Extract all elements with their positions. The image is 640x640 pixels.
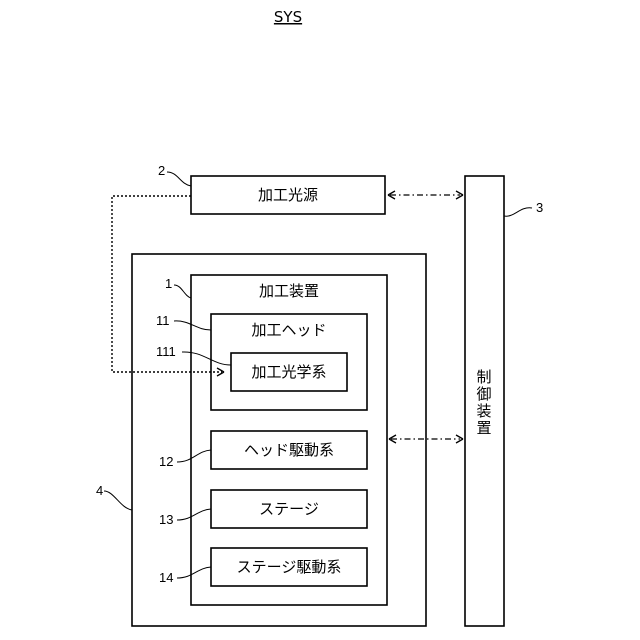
leader-4 — [104, 491, 132, 510]
leader-3 — [504, 208, 532, 216]
ref-11: 11 — [156, 313, 170, 328]
stage-drive-label: ステージ駆動系 — [237, 558, 342, 576]
control-device-char-1: 制 — [476, 368, 491, 386]
ref-111: 111 — [156, 344, 176, 359]
stage-label: ステージ — [259, 500, 319, 518]
leader-2 — [167, 172, 191, 186]
ref-3: 3 — [536, 200, 543, 215]
processing-optics-label: 加工光学系 — [251, 363, 326, 381]
ref-14: 14 — [159, 570, 173, 585]
ref-1: 1 — [165, 276, 172, 291]
ref-12: 12 — [159, 454, 173, 469]
ref-13: 13 — [159, 512, 173, 527]
control-device-char-3: 装 — [476, 402, 491, 420]
processing-head-label: 加工ヘッド — [251, 321, 326, 339]
processing-device-label: 加工装置 — [259, 282, 319, 300]
ref-2: 2 — [158, 163, 165, 178]
head-drive-label: ヘッド駆動系 — [244, 441, 334, 459]
light-source-label: 加工光源 — [258, 186, 318, 204]
control-device-char-2: 御 — [476, 385, 491, 403]
control-device-char-4: 置 — [476, 419, 491, 437]
ref-4: 4 — [96, 483, 103, 498]
diagram-title: SYS — [274, 8, 302, 26]
